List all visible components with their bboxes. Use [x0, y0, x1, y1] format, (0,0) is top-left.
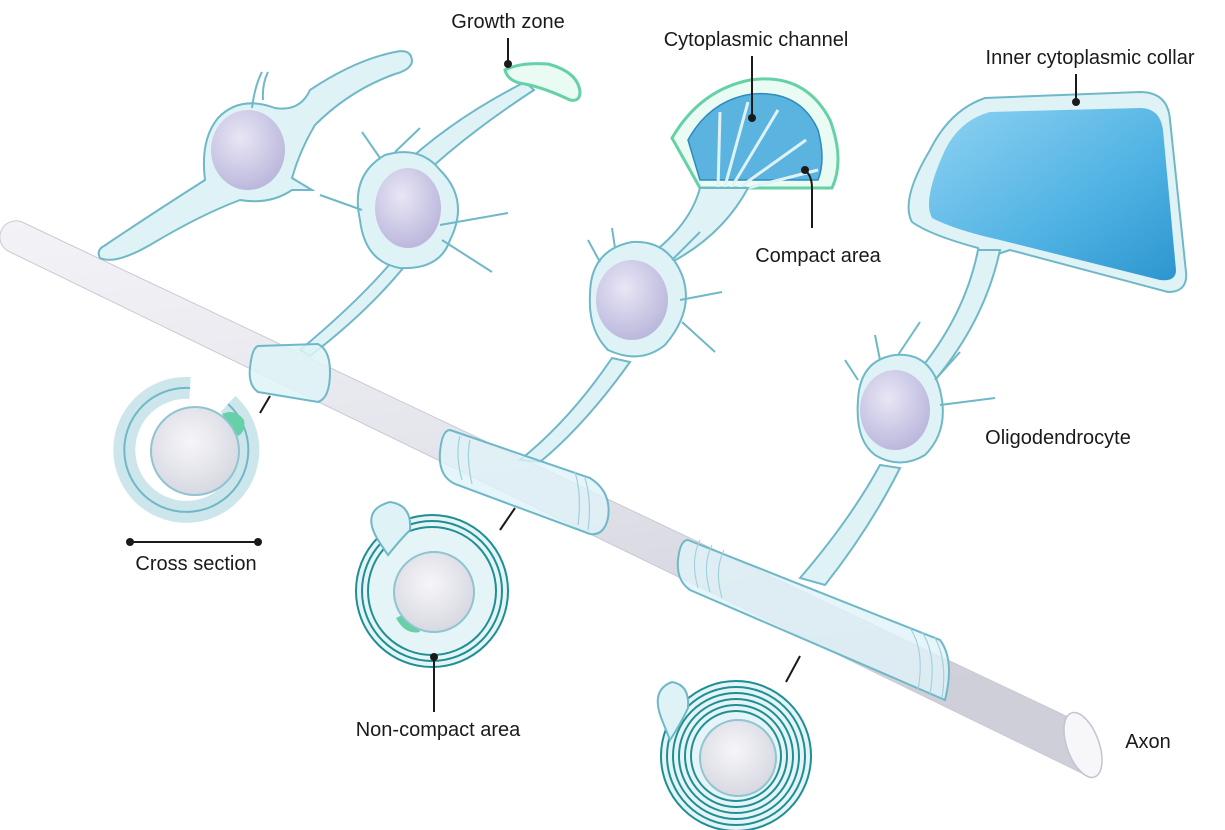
cross-section-2-link [500, 508, 515, 530]
cross-section-1-link [260, 396, 270, 413]
cross-section-1 [124, 388, 270, 546]
nucleus [211, 110, 285, 190]
label-growth-zone: Growth zone [451, 11, 564, 33]
cross-section-2 [356, 502, 515, 712]
label-compact-area: Compact area [755, 245, 881, 267]
cross-section-3 [658, 656, 812, 830]
nucleus [860, 370, 930, 450]
nucleus [375, 168, 441, 248]
nucleus [596, 260, 668, 340]
oligodendrocyte-cell-3 [440, 79, 838, 534]
label-cytoplasmic-channel: Cytoplasmic channel [664, 29, 849, 51]
label-non-compact-area: Non-compact area [356, 719, 521, 741]
label-cross-section: Cross section [135, 553, 256, 575]
label-inner-cytoplasmic-collar: Inner cytoplasmic collar [986, 47, 1195, 69]
cross-section-3-link [786, 656, 800, 682]
label-axon: Axon [1125, 731, 1171, 753]
label-oligodendrocyte: Oligodendrocyte [985, 427, 1131, 449]
